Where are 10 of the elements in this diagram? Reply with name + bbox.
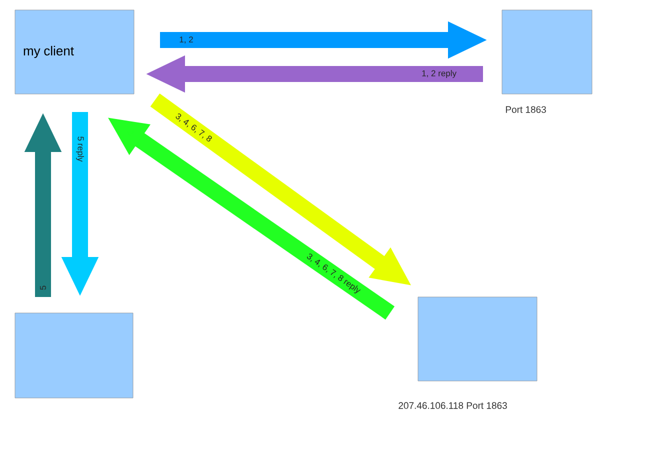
edge-label: 3, 4, 6, 7, 8 reply — [304, 251, 364, 296]
edge-label: 3, 4, 6, 7, 8 — [172, 111, 214, 145]
edge-label: 1, 2 reply — [420, 69, 458, 79]
edge-label: 5 reply — [75, 135, 85, 163]
host-label: Port 1863 — [506, 106, 546, 113]
client-box: my client — [14, 10, 134, 94]
server-box — [14, 312, 134, 398]
server-box — [502, 10, 592, 94]
server-box — [418, 296, 538, 382]
host-label: 207.46.106.118 Port 1863 — [398, 402, 507, 409]
